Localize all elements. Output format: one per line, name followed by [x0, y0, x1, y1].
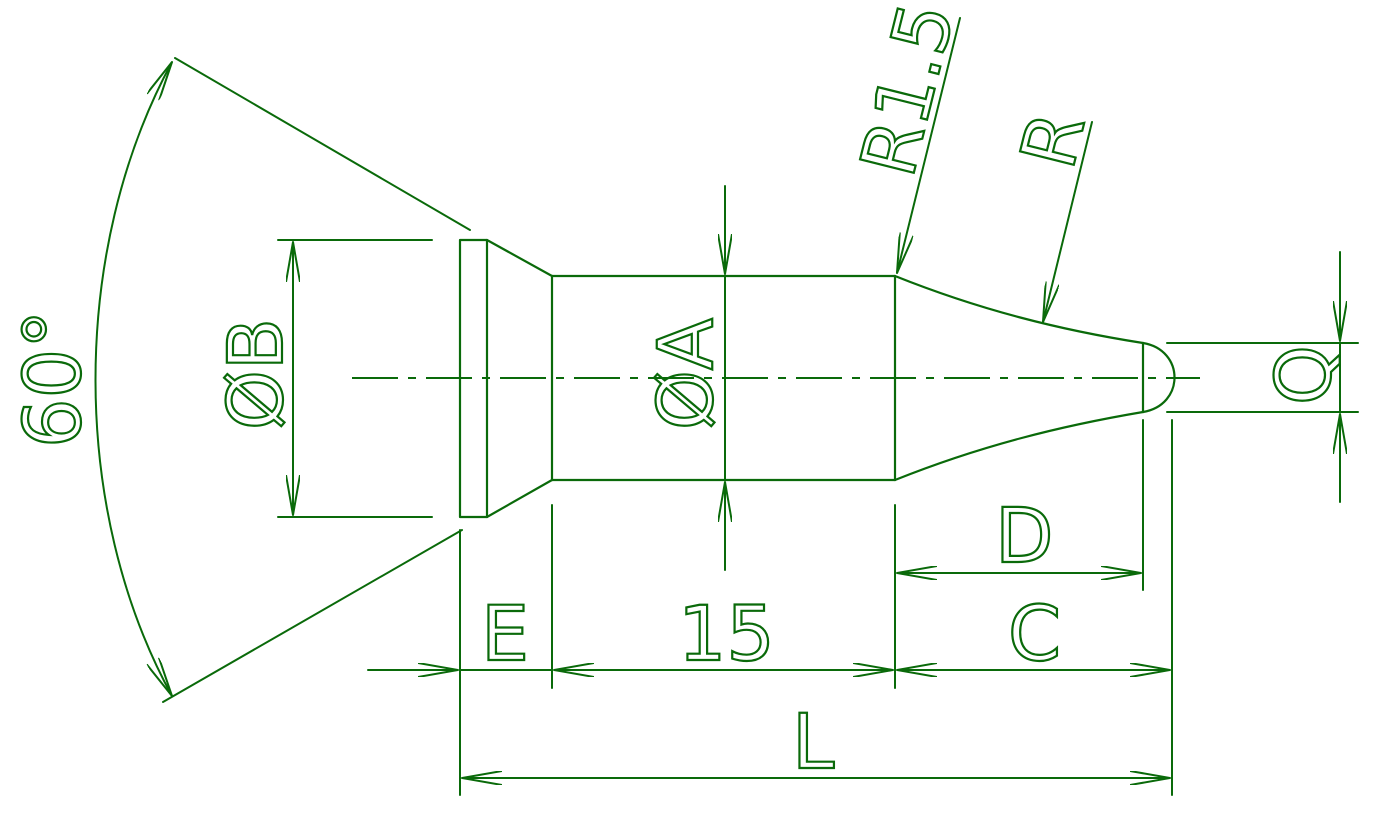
q-dimension: Q: [1166, 251, 1359, 503]
r-leader: [1042, 121, 1093, 323]
d-dimension: D: [896, 419, 1144, 591]
r15-leader: [896, 17, 961, 274]
shank-length-dimension: 15: [553, 588, 894, 679]
head-flange: [458, 238, 489, 519]
head-chamfer-bottom: [485, 478, 554, 519]
tip-radius: [1141, 341, 1176, 414]
e-label: E: [481, 589, 529, 678]
angle-arc: [94, 61, 173, 697]
taper-top: [893, 274, 1145, 345]
l-label: L: [792, 697, 834, 786]
c-dimension: C: [896, 588, 1171, 679]
l-dimension: L: [461, 696, 1171, 787]
q-label: Q: [1259, 345, 1348, 405]
angle-dimension: 60°: [8, 57, 471, 703]
r-label: R: [1003, 104, 1102, 177]
r15-dimension: R1.5: [842, 0, 973, 274]
head-chamfer-top: [485, 238, 554, 278]
e-dimension: E: [367, 588, 553, 679]
dia-a-label: ØA: [641, 318, 730, 430]
r15-label: R1.5: [843, 0, 971, 184]
shank-length-label: 15: [678, 589, 775, 678]
angle-label: 60°: [9, 310, 99, 448]
part-outline: [458, 238, 1176, 519]
dia-b-label: ØB: [211, 318, 300, 430]
taper-bottom: [893, 410, 1145, 482]
c-label: C: [1008, 589, 1061, 678]
r-dimension: R: [1002, 102, 1103, 323]
dia-b-dimension: ØB: [210, 239, 433, 518]
angle-extension-bottom: [162, 529, 463, 703]
dia-a-dimension: ØA: [640, 185, 730, 571]
d-label: D: [995, 491, 1054, 580]
angle-extension-top: [174, 57, 471, 231]
